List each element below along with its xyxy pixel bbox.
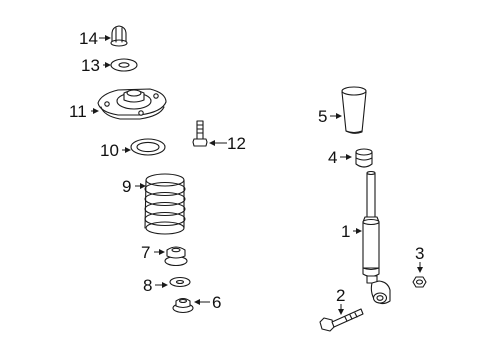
callout-10-label: 10: [100, 141, 119, 160]
dust-boot-part: [341, 86, 367, 134]
upper-nut-part: [110, 25, 128, 47]
coil-spring-part: [144, 173, 186, 235]
callout-3-label: 3: [415, 244, 424, 263]
callout-1-label: 1: [341, 222, 350, 241]
callout-13-label: 13: [81, 56, 100, 75]
callout-14-label: 14: [79, 29, 98, 48]
spring-seat-part: [130, 138, 166, 156]
shock-absorber-part: [362, 170, 391, 305]
bump-stop-part: [164, 246, 188, 267]
bolt-part: [319, 308, 364, 332]
callout-8-label: 8: [143, 276, 152, 295]
callout-5-label: 5: [318, 107, 327, 126]
callout-9-label: 9: [122, 177, 131, 196]
strut-mount-part: [97, 88, 167, 120]
callout-12-label: 12: [227, 134, 246, 153]
callout-4-label: 4: [328, 148, 337, 167]
callout-leaders: [91, 35, 423, 315]
bump-stopper-part: [355, 148, 373, 168]
callout-7-label: 7: [141, 243, 150, 262]
callout-6-label: 6: [212, 293, 221, 312]
lower-washer-part: [169, 276, 191, 288]
callout-11-label: 11: [69, 102, 87, 121]
washer-part: [110, 58, 138, 72]
stud-bolt-part: [192, 120, 208, 147]
hex-nut-part: [412, 276, 427, 288]
callout-2-label: 2: [336, 286, 345, 305]
callout-labels: 14 13 11 10 12 9 7 8 6 5 4 1 2 3: [69, 29, 424, 312]
lower-insulator-part: [172, 297, 194, 314]
